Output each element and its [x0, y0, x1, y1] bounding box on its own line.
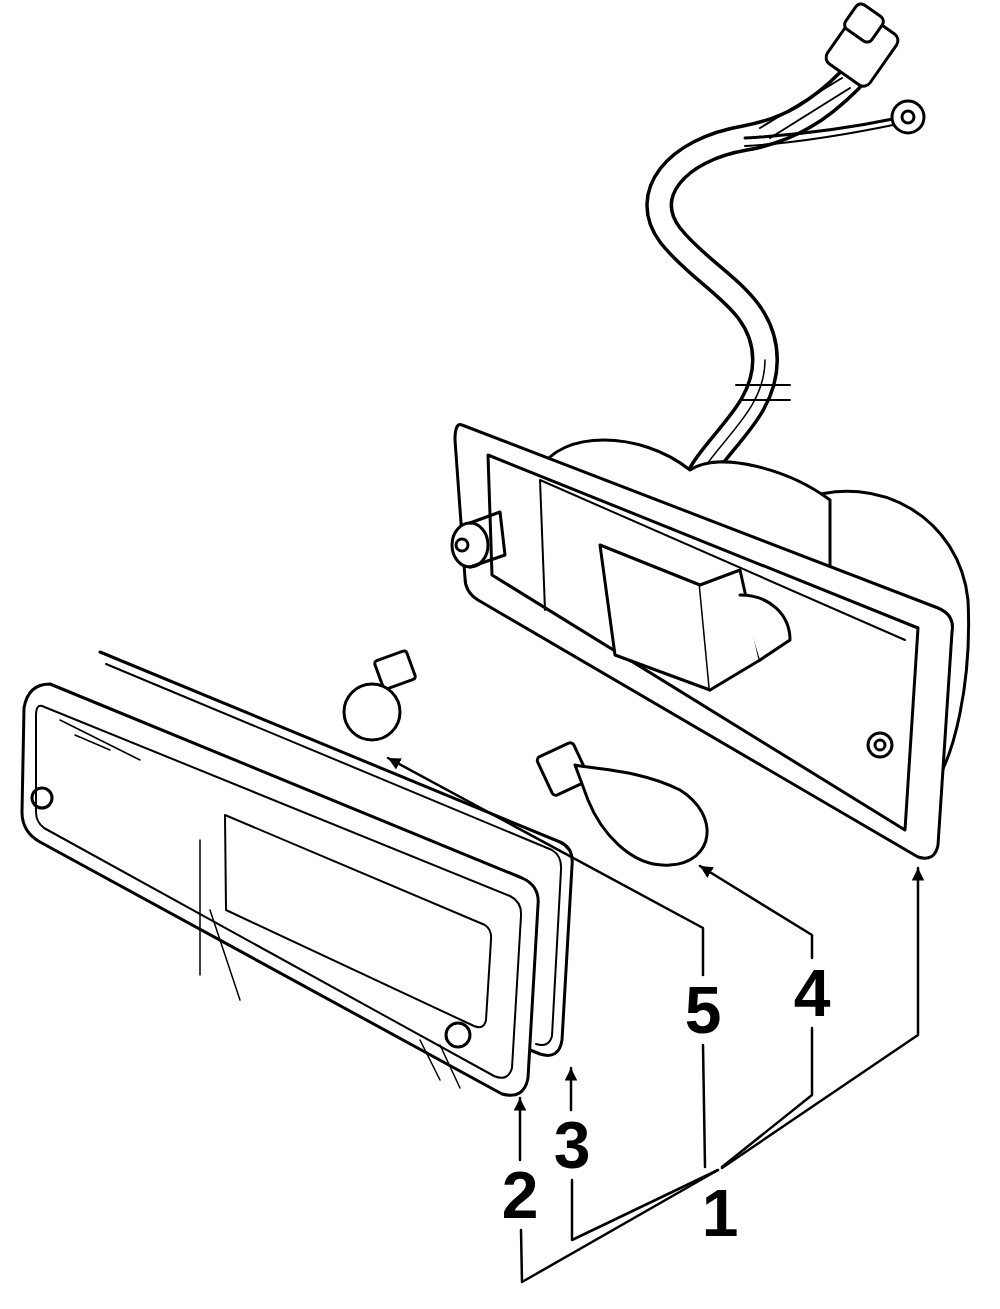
callout-number: 4 — [792, 960, 833, 1026]
lamp-lens — [22, 684, 538, 1095]
lamp-housing — [452, 425, 969, 859]
small-bulb — [344, 650, 416, 740]
callout-number: 3 — [552, 1112, 593, 1178]
wire-harness — [659, 2, 924, 500]
large-bulb — [536, 742, 707, 866]
callout-number: 2 — [500, 1162, 541, 1228]
callout-number: 1 — [700, 1180, 741, 1246]
callout-number: 5 — [683, 977, 724, 1043]
leader-lines — [388, 758, 918, 1282]
